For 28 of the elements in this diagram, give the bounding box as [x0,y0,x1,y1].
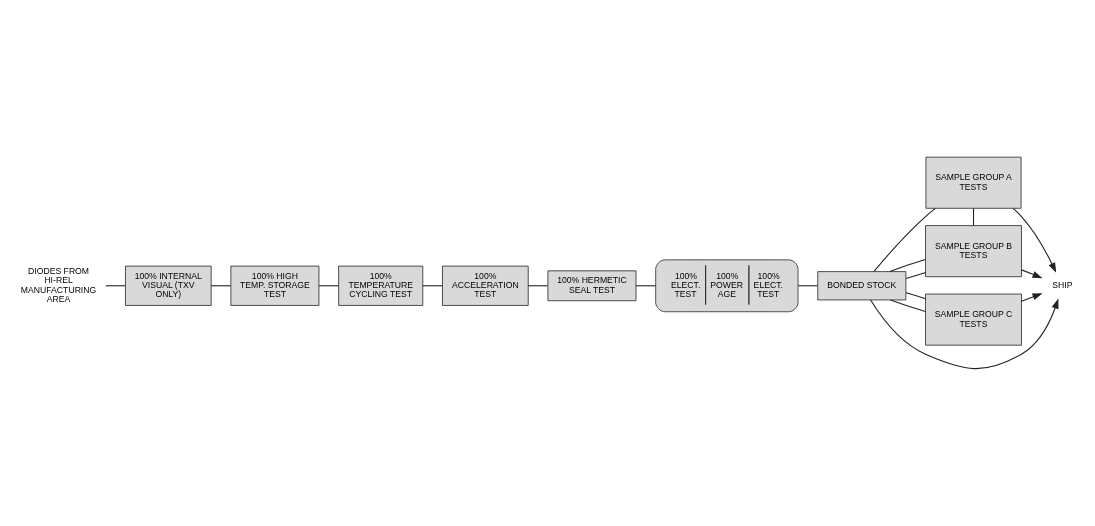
node-box: 100% INTERNAL VISUAL (TXV ONLY) [125,265,212,306]
node-box: 100% ELECT. TEST 100% POWER AGE 100% ELECT. TEST [655,259,799,313]
connector [905,292,927,300]
connector [797,285,819,287]
connector [905,271,927,279]
node-box: BONDED STOCK [817,271,907,301]
connector [105,285,126,287]
node-text: SHIP [1052,279,1073,290]
connector [527,285,549,287]
arrow [1012,207,1057,273]
connector [889,259,926,273]
arrow [870,298,1059,370]
node-box: 100% ACCELERATION TEST [442,265,529,306]
node-text: DIODES FROM HI-REL MANUFACTURING AREA [20,265,97,305]
connector [422,285,443,287]
connector [635,285,657,287]
node-box: 100% HERMETIC SEAL TEST [547,270,637,302]
connector [873,207,936,272]
node-box: SAMPLE GROUP A TESTS [925,156,1022,209]
connector [210,285,232,287]
connector [318,285,340,287]
node-box: SAMPLE GROUP C TESTS [925,293,1022,346]
arrow [1021,269,1043,279]
arrow [1021,293,1043,302]
node-box: 100% HIGH TEMP. STORAGE TEST [230,265,320,306]
node-box: SAMPLE GROUP B TESTS [925,225,1022,278]
connector [889,299,926,313]
node-box: 100% TEMPERATURE CYCLING TEST [338,265,424,306]
